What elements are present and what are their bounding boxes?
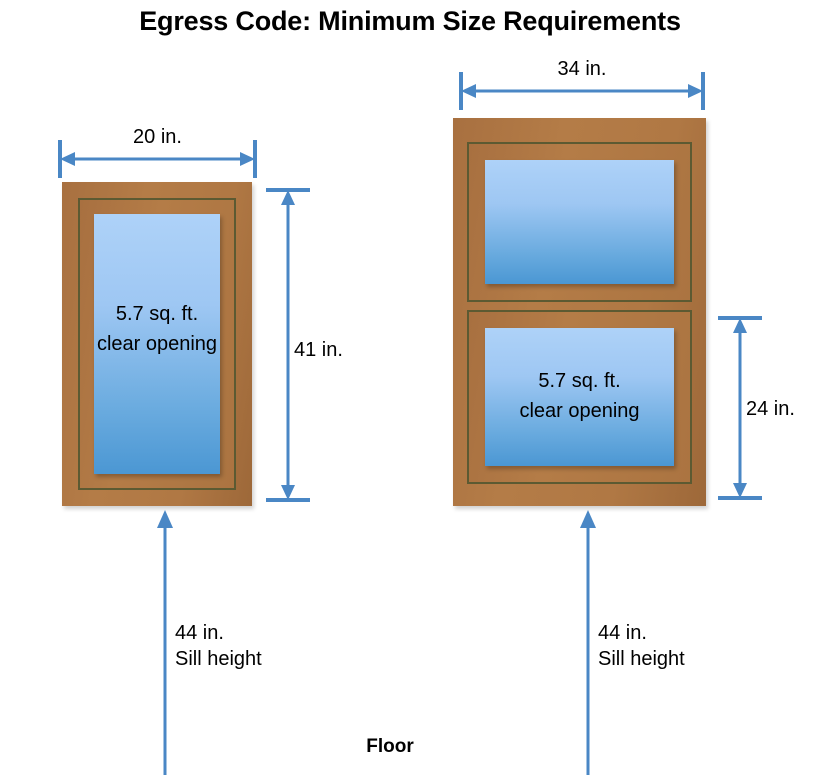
right-height-dimension-arrow [718,316,762,500]
right-window-frame: 5.7 sq. ft. clear opening [453,118,706,506]
left-height-dimension-label: 41 in. [294,339,343,361]
right-window-clear-opening-label: 5.7 sq. ft. clear opening [519,370,640,422]
left-height-dimension-arrow [266,188,310,502]
left-width-dimension-arrow [58,140,257,178]
right-width-dimension-label: 34 in. [557,58,607,80]
floor-label: Floor [366,736,414,757]
right-window-lower-sash: 5.7 sq. ft. clear opening [467,310,692,484]
left-sill-height-label: 44 in. Sill height [175,622,262,670]
page-title: Egress Code: Minimum Size Requirements [139,6,681,36]
right-window-upper-glass [485,160,674,284]
right-sill-height-arrow [580,510,596,775]
right-width-dimension-arrow [459,72,705,110]
right-sill-height-label: 44 in. Sill height [598,622,685,670]
left-window-frame: 5.7 sq. ft. clear opening [62,182,252,506]
left-width-dimension-label: 20 in. [133,126,182,148]
left-window-sash: 5.7 sq. ft. clear opening [78,198,236,490]
right-window-lower-glass: 5.7 sq. ft. clear opening [485,328,674,466]
left-sill-height-arrow [157,510,173,775]
right-window-upper-sash [467,142,692,302]
left-window-glass: 5.7 sq. ft. clear opening [94,214,220,474]
right-height-dimension-label: 24 in. [746,398,795,420]
left-window-clear-opening-label: 5.7 sq. ft. clear opening [96,303,218,355]
